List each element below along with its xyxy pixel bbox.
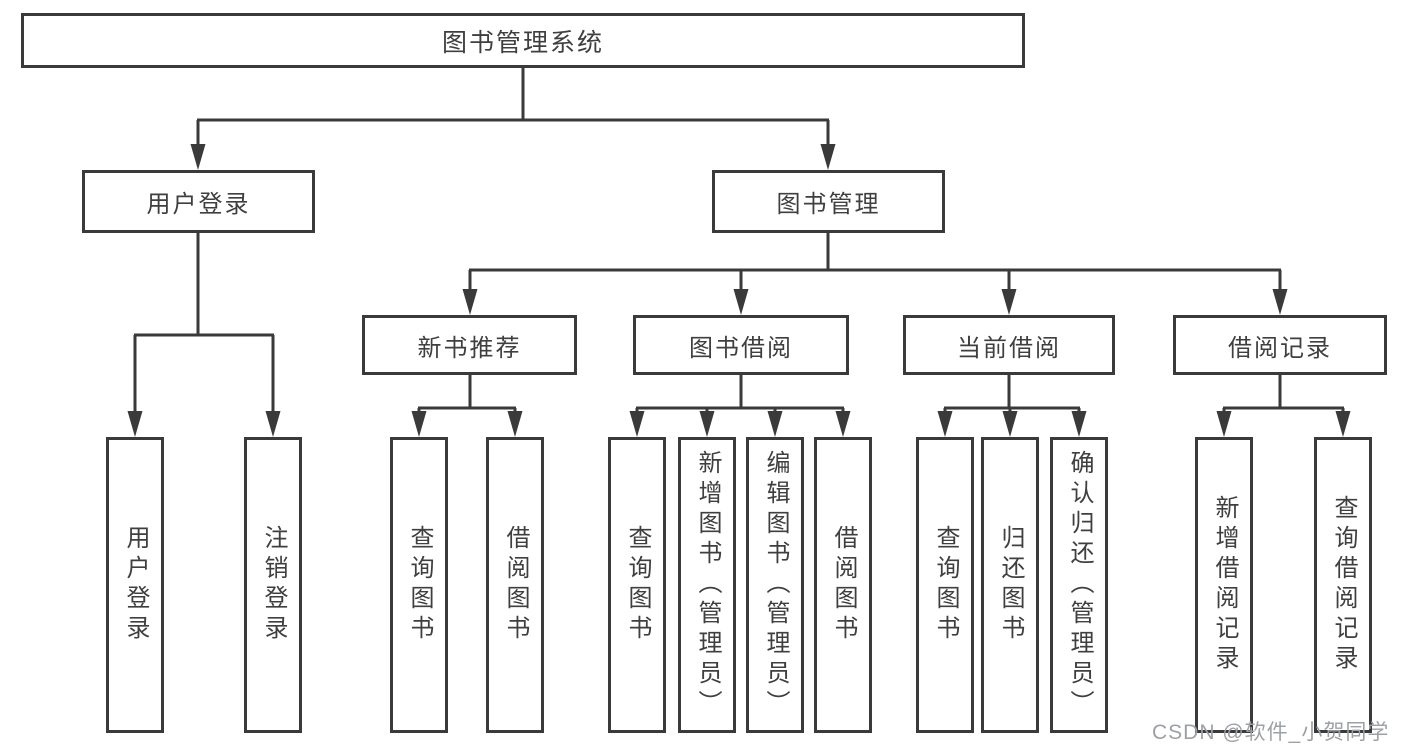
node-borrow-records: 借阅记录 bbox=[1173, 315, 1387, 375]
node-book-management-label: 图书管理 bbox=[776, 191, 881, 218]
node-new-book-recommend-label: 新书推荐 bbox=[417, 334, 522, 362]
node-borrow-records-label: 借阅记录 bbox=[1228, 334, 1332, 362]
node-current-borrow: 当前借阅 bbox=[903, 315, 1115, 375]
node-root: 图书管理系统 bbox=[21, 13, 1025, 68]
leaf-label: 确认归还（管理员） bbox=[1066, 450, 1093, 720]
node-book-borrow: 图书借阅 bbox=[633, 315, 849, 375]
leaf-logout: 注销登录 bbox=[244, 437, 302, 733]
node-book-borrow-label: 图书借阅 bbox=[689, 334, 793, 362]
leaf-user-login: 用户登录 bbox=[106, 437, 164, 733]
leaf-query-books-3: 查询图书 bbox=[916, 437, 974, 733]
leaf-query-borrow-record: 查询借阅记录 bbox=[1314, 437, 1372, 733]
node-book-management: 图书管理 bbox=[712, 170, 945, 233]
leaf-label: 查询借阅记录 bbox=[1330, 495, 1357, 675]
watermark-text: CSDN @软件_小贺同学 bbox=[1152, 721, 1390, 744]
leaf-borrow-books-2: 借阅图书 bbox=[814, 437, 872, 733]
leaf-return-books: 归还图书 bbox=[981, 437, 1039, 733]
leaf-label: 查询图书 bbox=[932, 525, 959, 645]
leaf-label: 归还图书 bbox=[997, 525, 1024, 645]
leaf-label: 查询图书 bbox=[406, 525, 433, 645]
leaf-confirm-return-admin: 确认归还（管理员） bbox=[1050, 437, 1108, 733]
leaf-query-books-1: 查询图书 bbox=[390, 437, 448, 733]
leaf-label: 查询图书 bbox=[624, 525, 651, 645]
node-user-login-label: 用户登录 bbox=[146, 191, 251, 218]
leaf-label: 新增图书（管理员） bbox=[694, 450, 721, 720]
leaf-label: 新增借阅记录 bbox=[1211, 495, 1238, 675]
leaf-query-books-2: 查询图书 bbox=[608, 437, 666, 733]
node-current-borrow-label: 当前借阅 bbox=[957, 334, 1061, 362]
node-root-label: 图书管理系统 bbox=[441, 28, 604, 57]
leaf-edit-books-admin: 编辑图书（管理员） bbox=[746, 437, 804, 733]
leaf-label: 借阅图书 bbox=[830, 525, 857, 645]
node-user-login: 用户登录 bbox=[82, 170, 315, 233]
leaf-add-books-admin: 新增图书（管理员） bbox=[678, 437, 736, 733]
leaf-add-borrow-record: 新增借阅记录 bbox=[1195, 437, 1253, 733]
leaf-label: 用户登录 bbox=[122, 525, 149, 645]
leaf-label: 注销登录 bbox=[260, 525, 287, 645]
leaf-label: 编辑图书（管理员） bbox=[762, 450, 789, 720]
leaf-borrow-books-1: 借阅图书 bbox=[486, 437, 544, 733]
leaf-label: 借阅图书 bbox=[502, 525, 529, 645]
node-new-book-recommend: 新书推荐 bbox=[362, 315, 577, 375]
